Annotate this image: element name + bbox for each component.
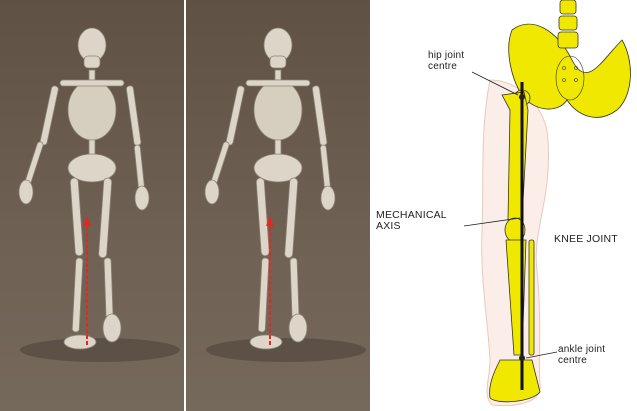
hip-joint-label: hip joint centre [428,50,488,72]
skeleton-panel-left [0,0,184,411]
knee-joint-label: KNEE JOINT [554,234,634,245]
skeleton-illustration-middle [186,0,370,411]
ankle-joint-label: ankle joint centre [558,344,620,366]
mechanical-axis-label: MECHANICAL AXIS [376,210,456,232]
skeleton-panel-middle [186,0,370,411]
leg-axis-diagram: hip joint centre MECHANICAL AXIS KNEE JO… [372,0,637,411]
skeleton-illustration-left [0,0,184,411]
